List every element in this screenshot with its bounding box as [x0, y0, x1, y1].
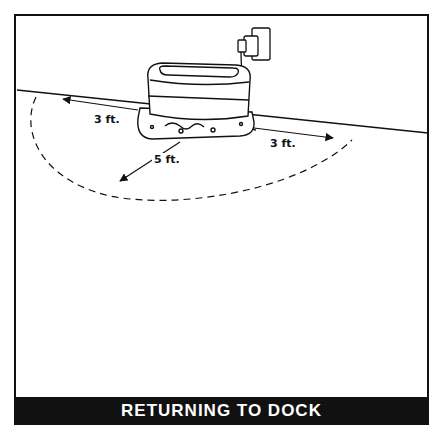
charging-dock [138, 63, 254, 139]
frame [15, 15, 428, 424]
dimension-arrow [63, 99, 138, 110]
dimension-label: 3 ft. [268, 137, 298, 150]
dimension-label: 3 ft. [92, 113, 122, 126]
wall-outlet [238, 28, 270, 60]
caption: RETURNING TO DOCK [15, 397, 428, 424]
dimension-label: 5 ft. [152, 153, 182, 166]
